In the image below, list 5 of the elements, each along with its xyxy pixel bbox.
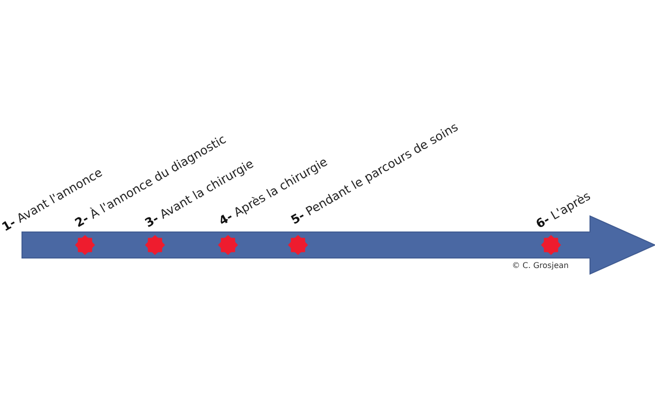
star-marker [145, 235, 165, 255]
star-marker [288, 235, 308, 255]
star-marker [541, 235, 561, 255]
star-marker [75, 235, 95, 255]
star-marker [218, 235, 238, 255]
